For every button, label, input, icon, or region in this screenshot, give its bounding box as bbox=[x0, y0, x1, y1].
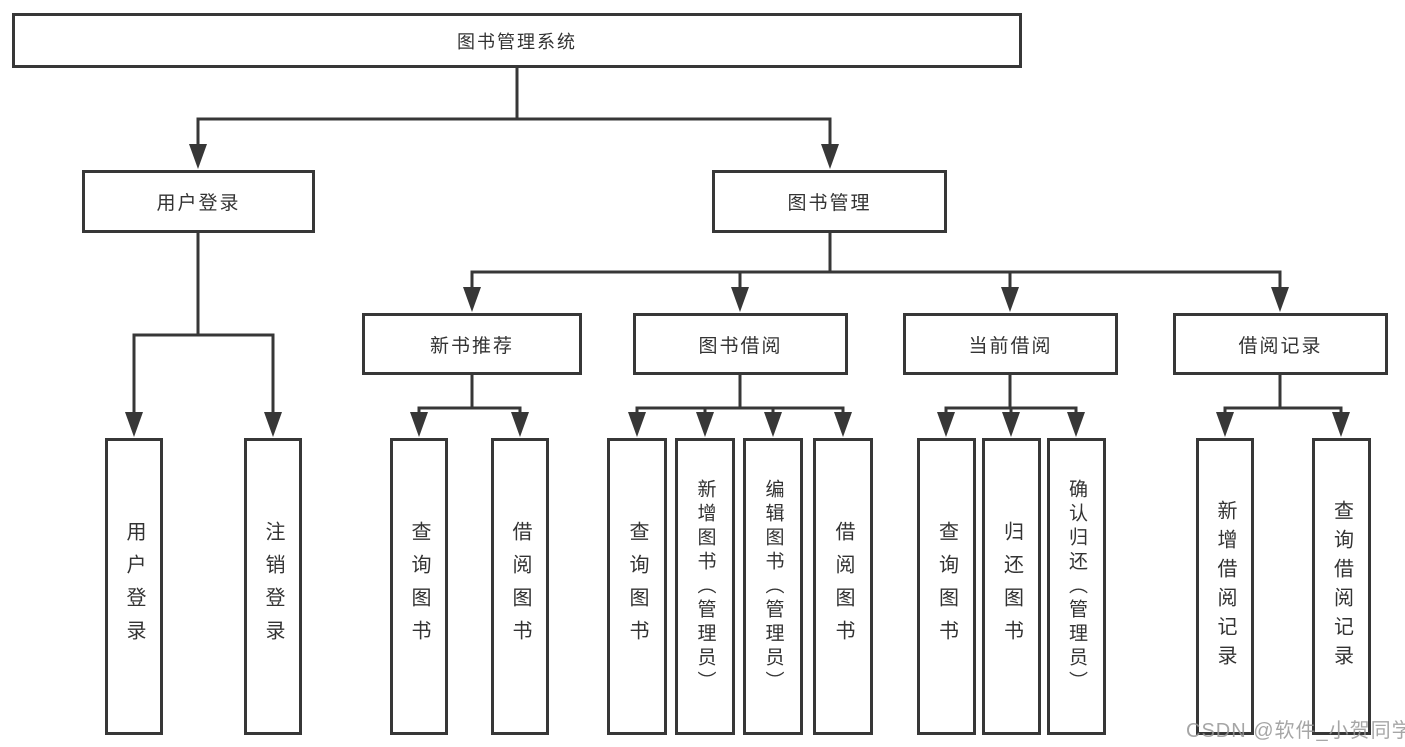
leaf-add-books-admin-label: 新增图书（管理员） bbox=[694, 478, 716, 695]
connector-borrow-record-branch bbox=[1223, 373, 1343, 432]
arrow-down-icon bbox=[125, 412, 143, 437]
node-borrowing-records: 借阅记录 bbox=[1173, 313, 1388, 375]
node-library-management-system: 图书管理系统 bbox=[12, 13, 1022, 68]
leaf-recommend-query-books: 查询图书 bbox=[390, 438, 448, 735]
arrow-down-icon bbox=[1332, 412, 1350, 437]
leaf-confirm-return-admin: 确认归还（管理员） bbox=[1047, 438, 1106, 735]
node-book-management-label: 图书管理 bbox=[787, 193, 872, 214]
arrow-down-icon bbox=[731, 287, 749, 312]
leaf-recommend-borrow-books-label: 借阅图书 bbox=[509, 520, 531, 653]
leaf-borrowing-borrow-books: 借阅图书 bbox=[813, 438, 873, 735]
node-current-borrowing-label: 当前借阅 bbox=[968, 335, 1053, 357]
leaf-add-borrow-record-label: 新增借阅记录 bbox=[1214, 499, 1236, 674]
leaf-user-login-label: 用户登录 bbox=[123, 520, 145, 653]
connector-new-book-branch bbox=[417, 373, 522, 432]
arrow-down-icon bbox=[1001, 287, 1019, 312]
leaf-query-borrow-record: 查询借阅记录 bbox=[1312, 438, 1371, 735]
node-book-borrowing-label: 图书借阅 bbox=[698, 335, 783, 357]
arrowhead-icons bbox=[125, 144, 1350, 437]
node-new-book-recommend: 新书推荐 bbox=[362, 313, 582, 375]
leaf-recommend-borrow-books: 借阅图书 bbox=[491, 438, 549, 735]
leaf-edit-books-admin: 编辑图书（管理员） bbox=[743, 438, 803, 735]
node-borrowing-records-label: 借阅记录 bbox=[1238, 335, 1323, 357]
node-new-book-recommend-label: 新书推荐 bbox=[429, 335, 514, 357]
arrow-down-icon bbox=[1002, 412, 1020, 437]
arrow-down-icon bbox=[1216, 412, 1234, 437]
leaf-recommend-query-books-label: 查询图书 bbox=[408, 520, 430, 653]
arrow-down-icon bbox=[264, 412, 282, 437]
arrow-down-icon bbox=[696, 412, 714, 437]
leaf-borrowing-query-books: 查询图书 bbox=[607, 438, 667, 735]
arrow-down-icon bbox=[1271, 287, 1289, 312]
arrow-down-icon bbox=[511, 412, 529, 437]
leaf-edit-books-admin-label: 编辑图书（管理员） bbox=[762, 478, 784, 695]
leaf-logout: 注销登录 bbox=[244, 438, 302, 735]
leaf-confirm-return-admin-label: 确认归还（管理员） bbox=[1066, 478, 1087, 695]
connector-book-management-branch bbox=[470, 231, 1282, 307]
leaf-borrowing-query-books-label: 查询图书 bbox=[626, 520, 648, 653]
node-book-management: 图书管理 bbox=[712, 170, 947, 233]
csdn-watermark: CSDN @软件_小贺同学 bbox=[1186, 720, 1405, 742]
arrow-down-icon bbox=[834, 412, 852, 437]
node-user-login: 用户登录 bbox=[82, 170, 315, 233]
node-current-borrowing: 当前借阅 bbox=[903, 313, 1118, 375]
arrow-down-icon bbox=[821, 144, 839, 169]
arrow-down-icon bbox=[628, 412, 646, 437]
leaf-logout-label: 注销登录 bbox=[262, 520, 284, 653]
leaf-return-books: 归还图书 bbox=[982, 438, 1041, 735]
leaf-current-query-books: 查询图书 bbox=[917, 438, 976, 735]
leaf-return-books-label: 归还图书 bbox=[1000, 520, 1023, 653]
node-user-login-label: 用户登录 bbox=[156, 193, 241, 214]
arrow-down-icon bbox=[410, 412, 428, 437]
arrow-down-icon bbox=[937, 412, 955, 437]
node-book-borrowing: 图书借阅 bbox=[633, 313, 848, 375]
leaf-add-books-admin: 新增图书（管理员） bbox=[675, 438, 735, 735]
node-library-management-system-label: 图书管理系统 bbox=[457, 31, 577, 52]
leaf-user-login: 用户登录 bbox=[105, 438, 163, 735]
leaf-query-borrow-record-label: 查询借阅记录 bbox=[1330, 499, 1353, 674]
arrow-down-icon bbox=[189, 144, 207, 169]
leaf-borrowing-borrow-books-label: 借阅图书 bbox=[832, 520, 854, 653]
arrow-down-icon bbox=[1067, 412, 1085, 437]
connector-root-branch bbox=[196, 66, 832, 164]
connector-user-login-branch bbox=[132, 231, 275, 432]
leaf-add-borrow-record: 新增借阅记录 bbox=[1196, 438, 1254, 735]
arrow-down-icon bbox=[764, 412, 782, 437]
leaf-current-query-books-label: 查询图书 bbox=[935, 520, 958, 653]
arrow-down-icon bbox=[463, 287, 481, 312]
connector-book-borrow-branch bbox=[635, 373, 845, 432]
